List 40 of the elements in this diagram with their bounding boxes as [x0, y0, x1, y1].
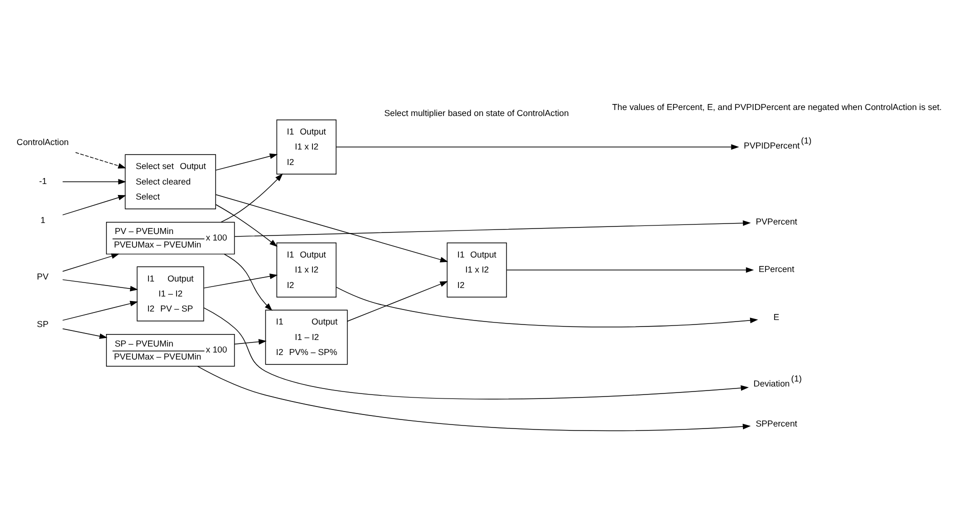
arrow: [62, 300, 138, 320]
arrow: [62, 252, 120, 272]
arrow: [62, 328, 108, 338]
node-text: EPercent: [758, 264, 794, 274]
node-text: ControlAction: [16, 136, 69, 146]
node-box: Select set Output Select cleared Select: [124, 154, 216, 209]
arrow: [506, 266, 754, 272]
arrow: [234, 220, 751, 236]
node-box: I1 Output I1 – I2 I2 PV% – SP%: [265, 309, 348, 364]
arrow: [215, 194, 448, 262]
node-box: I1 Output I1 x I2 I2: [276, 119, 336, 174]
node-text: E: [773, 311, 780, 322]
arrow: [224, 253, 272, 310]
node-box: PV – PVEUMin x 100 PVEUMax – PVEUMin: [106, 221, 235, 254]
arrow: [336, 144, 740, 150]
arrow: [234, 338, 267, 344]
arrow: [336, 286, 758, 327]
arrow: [62, 194, 126, 215]
label: The values of EPercent, E, and PVPIDPercent are negated when ControlAction is set.: [612, 102, 942, 112]
arrow: [216, 204, 278, 246]
node-box: I1 Output I1 x I2 I2: [276, 242, 336, 297]
node-text: SP: [36, 318, 49, 329]
arrow: [197, 365, 751, 431]
arrow: [204, 306, 749, 399]
node-text: -1: [39, 175, 47, 186]
arrow: [215, 153, 278, 170]
node-box: I1 Output I1 – I2 I2 PV – SP: [136, 266, 204, 321]
node-box: SP – PVEUMin x 100 PVEUMax – PVEUMin: [106, 334, 235, 366]
arrow: [62, 278, 138, 291]
arrow: [203, 273, 278, 288]
arrow: [75, 152, 126, 168]
node-text: 1: [40, 214, 46, 225]
node-text: SPPercent: [756, 418, 798, 428]
node-text: PV: [36, 270, 49, 281]
arrow: [347, 280, 448, 322]
node-box: I1 Output I1 x I2 I2: [446, 242, 507, 297]
node-text: PVPercent: [756, 216, 798, 226]
label: Select multiplier based on state of ControlAction: [384, 107, 569, 118]
arrow: [62, 178, 126, 184]
arrow: [220, 173, 283, 222]
